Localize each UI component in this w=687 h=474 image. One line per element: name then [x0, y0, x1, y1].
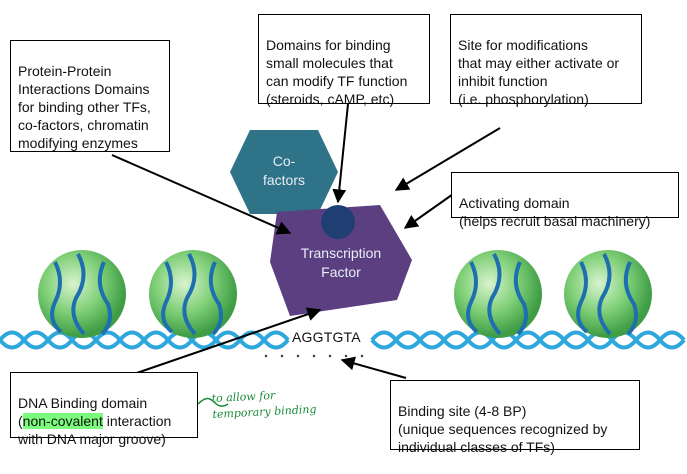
dna-dots	[264, 354, 364, 358]
dna-strand-3	[370, 330, 686, 350]
activating-domain-box: Activating domain (helps recruit basal m…	[451, 172, 679, 229]
binding-site-text: Binding site (4-8 BP) (unique sequences …	[398, 403, 608, 455]
modification-site-box: Site for modifications that may either a…	[450, 14, 642, 107]
dna-sequence-label: AGGTGTA	[292, 329, 361, 345]
arrow-small-molecule	[332, 103, 349, 204]
arrows	[111, 103, 501, 379]
activating-domain-text: Activating domain (helps recruit basal m…	[459, 195, 651, 229]
nucleosome	[149, 250, 237, 338]
arrow-dna-binding	[127, 307, 322, 377]
cofactor-label: Co- factors	[262, 153, 305, 188]
small-molecule-box: Domains for binding small molecules that…	[258, 14, 430, 107]
handwritten-brace	[197, 397, 229, 407]
ligand-circle	[321, 205, 355, 239]
nucleosome	[564, 250, 652, 338]
arrow-activating	[403, 191, 457, 229]
ppi-domain-box: Protein-Protein Interactions Domains for…	[10, 40, 170, 152]
handwritten-note: to allow for temporary binding	[211, 388, 317, 422]
arrow-binding-site	[340, 356, 407, 379]
arrow-ppi	[111, 154, 292, 235]
diagram-canvas	[0, 103, 686, 407]
dna-strand-2	[0, 330, 290, 350]
ppi-domain-text: Protein-Protein Interactions Domains for…	[18, 63, 151, 151]
nucleosome	[454, 250, 542, 338]
dna-binding-domain-box: DNA Binding domain (non-covalent interac…	[10, 372, 198, 447]
dna-strand	[0, 330, 686, 350]
nucleosome	[38, 250, 126, 338]
modification-site-text: Site for modifications that may either a…	[458, 37, 620, 107]
transcription-factor-label: Transcription Factor	[300, 245, 382, 280]
non-covalent-highlight: non-covalent	[22, 413, 103, 429]
arrow-modification	[394, 127, 501, 191]
small-molecule-text: Domains for binding small molecules that…	[266, 37, 408, 107]
cofactor-shape	[230, 130, 338, 214]
transcription-factor-shape	[270, 205, 412, 316]
binding-site-box: Binding site (4-8 BP) (unique sequences …	[390, 380, 640, 455]
dna-strand-4	[370, 330, 686, 350]
dna-binding-domain-text: DNA Binding domain (non-covalent interac…	[18, 395, 172, 447]
